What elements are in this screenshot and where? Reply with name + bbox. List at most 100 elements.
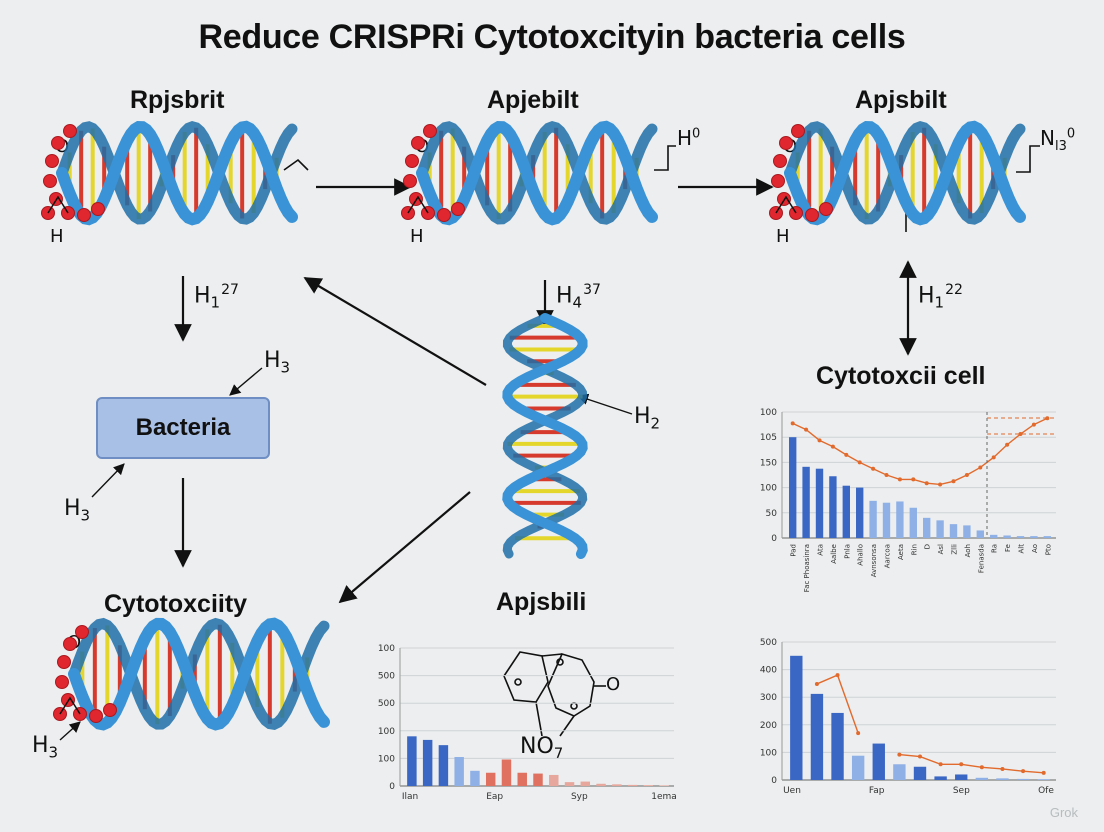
arrow-h2 bbox=[576, 393, 633, 415]
y-tick-label: 100 bbox=[378, 754, 395, 764]
chart-bar bbox=[936, 520, 944, 538]
bottom-middle-label: Apjsbili bbox=[496, 588, 587, 616]
chart-bar bbox=[485, 772, 496, 786]
x-tick-label: Zlli bbox=[951, 544, 959, 555]
y-tick-label: 400 bbox=[760, 666, 777, 676]
phosphate-bead bbox=[43, 174, 57, 188]
x-tick-label: Fac Phoasinra bbox=[803, 544, 811, 592]
chart-bar bbox=[790, 655, 803, 780]
phosphate-bead bbox=[89, 709, 103, 723]
chain-end-top-middle: H0 bbox=[677, 126, 701, 150]
chart-bar bbox=[869, 500, 877, 538]
chart-bar bbox=[1043, 536, 1051, 538]
y-tick-label: 500 bbox=[760, 638, 777, 648]
phosphate-bead bbox=[75, 625, 89, 639]
phosphate-bead bbox=[437, 208, 451, 222]
top-middle-label: Apjebilt bbox=[487, 86, 579, 114]
h-label-right: H122 bbox=[918, 282, 963, 312]
phosphate-bead bbox=[91, 202, 105, 216]
x-tick-label: Ao bbox=[1031, 544, 1039, 553]
y-tick-label: 200 bbox=[760, 721, 777, 731]
chart-bar bbox=[454, 757, 464, 786]
bond-triangle bbox=[47, 195, 69, 214]
x-tick-label: 1ema bbox=[651, 792, 677, 802]
phosphate-bead bbox=[45, 154, 59, 168]
cytotoxicity-label: Cytotoxciity bbox=[104, 590, 248, 618]
chart-bar bbox=[789, 437, 797, 538]
chart-bar bbox=[564, 782, 575, 786]
top-left-label: Rpjsbrit bbox=[130, 86, 225, 114]
phosphate-bead bbox=[423, 124, 437, 138]
arrow-diagonal-down bbox=[338, 491, 471, 604]
phosphate-bead bbox=[77, 208, 91, 222]
chart-bar bbox=[872, 743, 885, 780]
chart-bar bbox=[1016, 536, 1025, 538]
y-tick-label: 0 bbox=[771, 776, 777, 786]
phosphate-bead bbox=[55, 675, 69, 689]
dna-helix-top-right bbox=[769, 120, 1026, 226]
x-tick-label: Aeta bbox=[897, 544, 905, 560]
bond-triangle bbox=[59, 696, 81, 715]
chart-bar bbox=[963, 525, 971, 538]
chart-bar bbox=[627, 784, 638, 786]
h3-label-top: H3 bbox=[264, 348, 291, 377]
chart-bar bbox=[517, 772, 527, 786]
chart-bar bbox=[1016, 778, 1030, 780]
dna-helix-top-middle bbox=[401, 120, 658, 226]
chart-bar bbox=[407, 736, 417, 786]
dna-helix-bottom-left bbox=[53, 617, 330, 731]
x-tick-label: Sep bbox=[953, 786, 970, 796]
cytotoxic-cell-label: Cytotoxcii cell bbox=[816, 362, 986, 390]
x-tick-label: Avnsonsa bbox=[870, 544, 878, 577]
chart-bar bbox=[533, 773, 543, 786]
chart-bar bbox=[829, 476, 837, 538]
chart-bar bbox=[955, 774, 968, 780]
chart-bar bbox=[934, 776, 947, 780]
arrow-h3-bottom bbox=[59, 721, 81, 741]
molecule-o-label: O bbox=[606, 674, 621, 695]
x-tick-label: D bbox=[924, 544, 932, 549]
x-tick-label: Ofe bbox=[1038, 786, 1054, 796]
dna-strand-front bbox=[502, 313, 588, 559]
phosphate-bead bbox=[405, 154, 419, 168]
x-tick-label: Pto bbox=[1044, 544, 1052, 555]
chart-bar bbox=[851, 755, 865, 780]
dna-helix-center bbox=[502, 313, 588, 559]
chart-bar bbox=[438, 745, 449, 786]
x-tick-label: Eap bbox=[486, 792, 503, 802]
chain-top-middle bbox=[654, 145, 676, 171]
dna-strand-back bbox=[502, 313, 588, 559]
arrow-h3-top bbox=[229, 367, 263, 396]
phosphate-bead bbox=[57, 655, 71, 669]
chart-bar bbox=[1003, 535, 1011, 538]
atom-h-2: H bbox=[410, 226, 424, 247]
line-point bbox=[1041, 770, 1046, 775]
chart-bar bbox=[501, 759, 512, 786]
page-title: Reduce CRISPRi Cytotoxcityin bacteria ce… bbox=[198, 18, 906, 56]
h3-label-bottom: H3 bbox=[32, 733, 59, 762]
y-tick-label: 105 bbox=[760, 433, 777, 443]
x-tick-label: Ilan bbox=[402, 792, 418, 802]
molecule-no-label: NO7 bbox=[520, 734, 564, 763]
x-tick-label: Fenasda bbox=[977, 544, 985, 573]
bond-triangle bbox=[775, 195, 797, 214]
chart-bar bbox=[1037, 779, 1050, 780]
chart-bar bbox=[580, 781, 591, 786]
y-tick-label: 100 bbox=[378, 644, 395, 654]
phosphate-bead bbox=[403, 174, 417, 188]
h-label-middle: H437 bbox=[556, 282, 601, 312]
chain-top-left bbox=[283, 158, 309, 171]
y-tick-label: 100 bbox=[378, 727, 395, 737]
x-tick-label: Fe bbox=[1004, 544, 1012, 552]
phosphate-bead bbox=[63, 124, 77, 138]
y-tick-label: 0 bbox=[389, 782, 395, 792]
chart-bar bbox=[470, 770, 480, 786]
chart-bar bbox=[949, 524, 958, 538]
y-tick-label: 500 bbox=[378, 699, 395, 709]
chart-bar bbox=[1030, 536, 1038, 538]
bacteria-box: Bacteria bbox=[96, 397, 270, 459]
chart-bar bbox=[896, 501, 904, 538]
x-tick-label: Rin bbox=[910, 544, 918, 555]
